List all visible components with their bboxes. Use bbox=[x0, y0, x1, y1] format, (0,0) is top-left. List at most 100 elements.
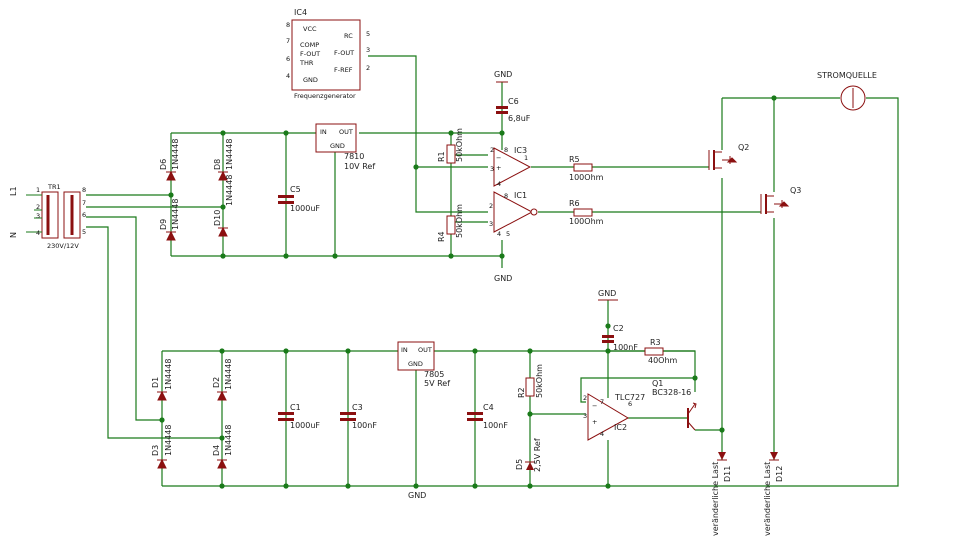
svg-text:4: 4 bbox=[36, 229, 40, 237]
svg-text:C2: C2 bbox=[613, 324, 624, 333]
svg-text:R2: R2 bbox=[517, 387, 526, 398]
svg-text:6: 6 bbox=[628, 400, 632, 408]
resistor-r6: R6 100Ohm bbox=[569, 199, 604, 226]
svg-text:OUT: OUT bbox=[339, 128, 353, 136]
resistor-r2: R2 50kOhm bbox=[517, 364, 544, 398]
svg-text:50kOhm: 50kOhm bbox=[455, 204, 464, 238]
gnd-label-ics: GND bbox=[494, 274, 512, 283]
svg-text:2: 2 bbox=[489, 202, 493, 210]
svg-text:C5: C5 bbox=[290, 185, 301, 194]
load-d11: D11 veränderliche Last bbox=[711, 452, 732, 536]
svg-text:100nF: 100nF bbox=[483, 421, 508, 430]
svg-text:3: 3 bbox=[36, 212, 40, 220]
svg-text:C6: C6 bbox=[508, 97, 519, 106]
svg-text:4: 4 bbox=[497, 230, 501, 238]
svg-text:D11: D11 bbox=[723, 466, 732, 482]
svg-text:8: 8 bbox=[504, 192, 508, 200]
transformer-spec: 230V/12V bbox=[47, 242, 79, 250]
svg-text:2: 2 bbox=[36, 203, 40, 211]
svg-text:1N4448: 1N4448 bbox=[224, 359, 233, 390]
wire-ic4-fout bbox=[368, 55, 488, 213]
svg-text:10V Ref: 10V Ref bbox=[344, 162, 375, 171]
svg-text:Q2: Q2 bbox=[738, 143, 749, 152]
capacitor-c4: C4 100nF bbox=[467, 403, 508, 430]
svg-text:50kOhm: 50kOhm bbox=[455, 128, 464, 162]
d8-type: 1N4448 bbox=[225, 139, 234, 170]
svg-text:IC3: IC3 bbox=[514, 146, 527, 155]
transformer-l1: L1 bbox=[9, 186, 18, 196]
svg-text:COMP: COMP bbox=[300, 41, 319, 49]
svg-text:RC: RC bbox=[344, 32, 353, 40]
svg-text:IN: IN bbox=[401, 346, 408, 354]
svg-text:1N4448: 1N4448 bbox=[164, 359, 173, 390]
wire-ic-gnd bbox=[460, 240, 503, 268]
svg-text:50kOhm: 50kOhm bbox=[535, 364, 544, 398]
svg-text:−: − bbox=[496, 154, 501, 162]
svg-text:6: 6 bbox=[286, 55, 290, 63]
svg-text:7: 7 bbox=[600, 398, 604, 406]
svg-text:1000uF: 1000uF bbox=[290, 204, 320, 213]
svg-text:6,8uF: 6,8uF bbox=[508, 114, 531, 123]
svg-text:3: 3 bbox=[583, 412, 587, 420]
svg-text:40Ohm: 40Ohm bbox=[648, 356, 678, 365]
load-d12: D12 veränderliche Last bbox=[763, 452, 784, 536]
resistor-r3: R3 40Ohm bbox=[644, 338, 678, 365]
svg-text:R6: R6 bbox=[569, 199, 580, 208]
svg-text:2,5V Ref: 2,5V Ref bbox=[533, 438, 542, 472]
svg-text:C4: C4 bbox=[483, 403, 494, 412]
svg-text:1: 1 bbox=[524, 154, 528, 162]
wire-r3 bbox=[608, 350, 696, 378]
svg-text:4: 4 bbox=[600, 430, 604, 438]
d9-type: 1N4448 bbox=[171, 199, 180, 230]
svg-text:7: 7 bbox=[286, 37, 290, 45]
svg-text:7: 7 bbox=[82, 199, 86, 207]
svg-text:100nF: 100nF bbox=[613, 343, 638, 352]
svg-text:veränderliche Last: veränderliche Last bbox=[763, 462, 772, 536]
svg-text:1N4448: 1N4448 bbox=[164, 425, 173, 456]
svg-text:C1: C1 bbox=[290, 403, 301, 412]
svg-text:D12: D12 bbox=[775, 466, 784, 482]
junctions bbox=[159, 95, 777, 489]
svg-text:VCC: VCC bbox=[303, 25, 317, 33]
upper-diodes bbox=[166, 170, 228, 241]
svg-text:F-OUT: F-OUT bbox=[300, 50, 320, 58]
svg-text:Q3: Q3 bbox=[790, 186, 801, 195]
svg-text:4: 4 bbox=[286, 72, 290, 80]
svg-text:D2: D2 bbox=[212, 377, 221, 388]
mosfet-q2: Q2 bbox=[708, 143, 749, 170]
svg-text:THR: THR bbox=[299, 59, 314, 67]
svg-text:D5: D5 bbox=[515, 459, 524, 470]
wire-tr-pin6 bbox=[86, 216, 162, 421]
svg-text:R1: R1 bbox=[437, 151, 446, 162]
svg-text:6: 6 bbox=[82, 211, 86, 219]
svg-text:GND: GND bbox=[330, 142, 345, 150]
svg-text:STROMQUELLE: STROMQUELLE bbox=[817, 71, 877, 80]
diode-d5: D5 2,5V Ref bbox=[515, 438, 542, 472]
svg-text:5: 5 bbox=[366, 30, 370, 38]
svg-text:100nF: 100nF bbox=[352, 421, 377, 430]
wire-source-loop bbox=[722, 97, 899, 487]
gnd-label-c6: GND bbox=[494, 70, 512, 79]
capacitor-c1: C1 1000uF bbox=[278, 403, 320, 430]
svg-text:IC1: IC1 bbox=[514, 191, 527, 200]
upper-diode-labels: D6 1N4448 D8 1N4448 D9 1N4448 D10 1N4448 bbox=[159, 139, 234, 230]
mosfet-q3: Q3 bbox=[760, 186, 801, 214]
svg-text:100Ohm: 100Ohm bbox=[569, 173, 604, 182]
capacitor-c5: C5 1000uF bbox=[278, 185, 320, 213]
svg-text:Q1: Q1 bbox=[652, 379, 663, 388]
gnd-label-7805: GND bbox=[408, 491, 426, 500]
svg-text:GND: GND bbox=[303, 76, 318, 84]
regulator-7805: IN OUT GND 7805 5V Ref bbox=[397, 341, 450, 388]
ic4-label: IC4 bbox=[294, 8, 307, 17]
d6-label: D6 bbox=[159, 159, 168, 170]
resistor-r4: R4 50kOhm bbox=[437, 204, 464, 242]
d10-type: 1N4448 bbox=[225, 175, 234, 206]
capacitor-c2: C2 100nF GND bbox=[598, 289, 638, 352]
svg-text:D1: D1 bbox=[151, 377, 160, 388]
transistor-q1: Q1 BC328-16 bbox=[652, 379, 697, 431]
svg-text:1: 1 bbox=[36, 186, 40, 194]
d10-label: D10 bbox=[213, 210, 222, 226]
svg-text:F-REF: F-REF bbox=[334, 66, 353, 74]
svg-text:2: 2 bbox=[583, 394, 587, 402]
